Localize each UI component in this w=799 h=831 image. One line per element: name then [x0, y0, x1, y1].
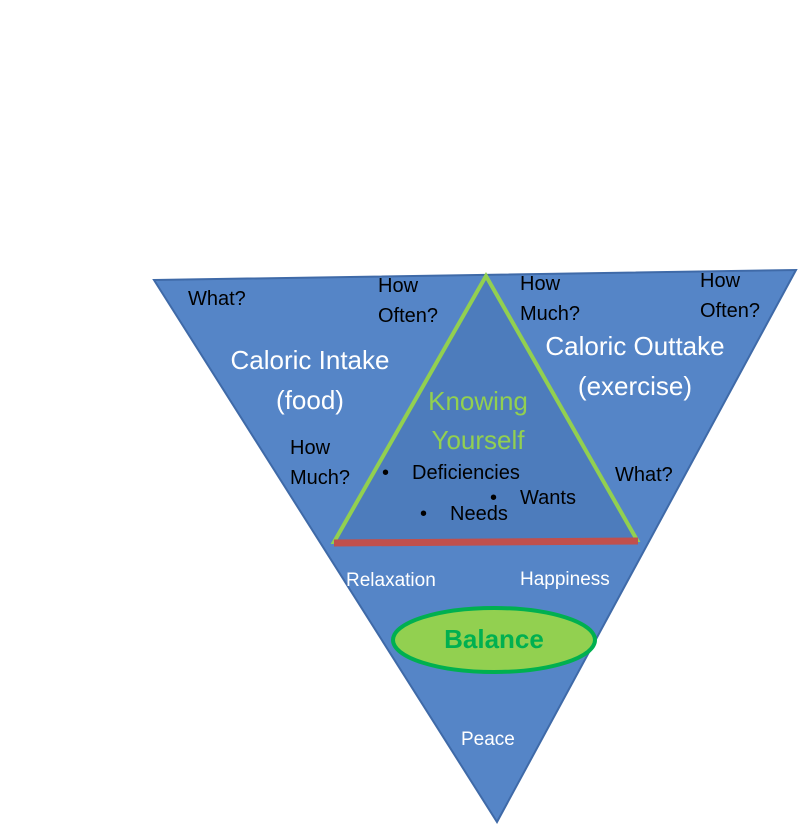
happiness-label: Happiness	[520, 569, 610, 590]
intake-what-label: What?	[188, 288, 246, 310]
balance-label: Balance	[444, 624, 544, 654]
knowing-yourself-title-line2: Yourself	[431, 425, 525, 455]
caloric-outtake-title: Caloric Outtake	[545, 331, 725, 361]
caloric-intake-subtitle: (food)	[276, 385, 344, 415]
knowing-yourself-title-line1: Knowing	[428, 386, 528, 416]
outtake-what-label: What?	[615, 464, 673, 486]
bullet-wants: Wants	[490, 484, 576, 513]
balance-ellipse	[391, 606, 597, 674]
outer-inverted-triangle	[152, 268, 798, 824]
intake-how-much-line1: How	[290, 437, 331, 459]
outtake-how-much-line1: How	[520, 273, 561, 295]
inner-triangle-base-line	[333, 537, 639, 547]
caloric-intake-title: Caloric Intake	[230, 345, 390, 375]
bullet-needs: Needs	[420, 500, 508, 529]
intake-how-often-line2: Often?	[378, 305, 439, 327]
outtake-how-often-line1: How	[700, 270, 741, 292]
relaxation-label: Relaxation	[346, 570, 436, 591]
caloric-outtake-subtitle: (exercise)	[577, 371, 693, 401]
outtake-how-often-line2: Often?	[700, 300, 761, 322]
intake-how-often-line1: How	[378, 275, 419, 297]
bullet-deficiencies: Deficiencies	[382, 459, 520, 488]
peace-label: Peace	[461, 729, 515, 750]
outtake-how-much-line2: Much?	[520, 303, 581, 325]
intake-how-much-line2: Much?	[290, 467, 351, 489]
